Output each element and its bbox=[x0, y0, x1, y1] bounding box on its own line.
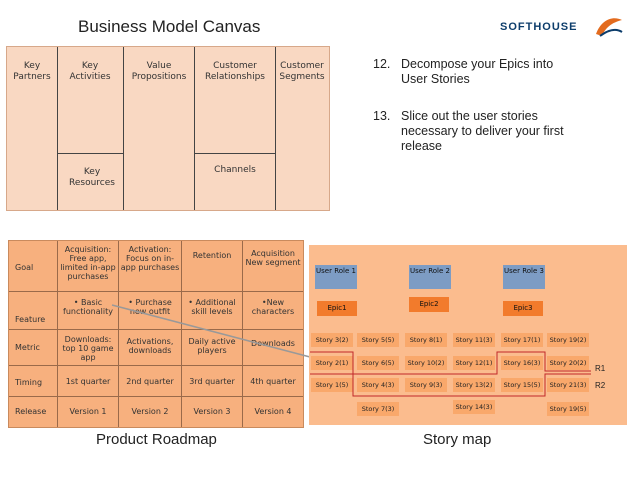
story-card: Story 19(5) bbox=[547, 402, 589, 416]
softhouse-swirl-icon bbox=[596, 18, 623, 37]
row-label-timing: Timing bbox=[15, 378, 43, 387]
story-card: Story 7(3) bbox=[357, 402, 399, 416]
story-card: Story 15(5) bbox=[501, 378, 543, 392]
release-cell: Version 4 bbox=[254, 407, 292, 416]
story-card: Story 17(1) bbox=[501, 333, 543, 347]
story-card: Story 10(2) bbox=[405, 356, 447, 370]
epic-card: Epic1 bbox=[317, 301, 357, 316]
roadmap-caption: Product Roadmap bbox=[96, 431, 217, 448]
story-card: Story 16(3) bbox=[501, 356, 543, 370]
story-card: Story 12(1) bbox=[453, 356, 495, 370]
user-role-card: User Role 2 bbox=[409, 265, 451, 289]
row-label-metric: Metric bbox=[15, 343, 40, 352]
user-role-card: User Role 3 bbox=[503, 265, 545, 289]
story-card: Story 5(5) bbox=[357, 333, 399, 347]
key-activities-label: Key Activities bbox=[69, 61, 111, 82]
feature-cell: • Additional skill levels bbox=[188, 298, 236, 316]
logo-text: SOFTHOUSE bbox=[500, 21, 578, 33]
story-card: Story 1(5) bbox=[311, 378, 353, 392]
story-card: Story 13(2) bbox=[453, 378, 495, 392]
instruction-item: 12. Decompose your Epics into User Stori… bbox=[373, 57, 583, 89]
row-label-release: Release bbox=[15, 407, 47, 416]
story-card: Story 11(3) bbox=[453, 333, 495, 347]
instruction-number: 13. bbox=[373, 109, 391, 123]
story-card: Story 8(1) bbox=[405, 333, 447, 347]
timing-cell: 4th quarter bbox=[250, 377, 296, 386]
instruction-text: Decompose your Epics into User Stories bbox=[401, 57, 554, 86]
product-roadmap: Goal Feature Metric Timing Release Acqui… bbox=[8, 240, 304, 428]
release-cell: Version 1 bbox=[69, 407, 107, 416]
metric-cell: Daily active players bbox=[188, 337, 236, 355]
goal-cell: Activation: Focus on in-app purchases bbox=[120, 245, 180, 272]
page-title: Business Model Canvas bbox=[78, 17, 261, 36]
release-label-r1: R1 bbox=[595, 364, 606, 373]
row-label-feature: Feature bbox=[15, 315, 46, 324]
instruction-number: 12. bbox=[373, 57, 391, 71]
metric-cell: Downloads: top 10 game app bbox=[62, 335, 114, 362]
release-cell: Version 3 bbox=[193, 407, 231, 416]
feature-cell: •New characters bbox=[251, 298, 295, 316]
key-partners-label: Key Partners bbox=[13, 61, 51, 82]
row-label-goal: Goal bbox=[15, 263, 34, 272]
story-card: Story 21(3) bbox=[547, 378, 589, 392]
metric-cell: Downloads bbox=[251, 339, 295, 348]
storymap-caption: Story map bbox=[423, 431, 492, 448]
feature-cell: • Basic functionality bbox=[63, 298, 113, 316]
epic-card: Epic3 bbox=[503, 301, 543, 316]
epic-card: Epic2 bbox=[409, 297, 449, 312]
timing-cell: 3rd quarter bbox=[189, 377, 235, 386]
customer-relationships-label: Customer Relationships bbox=[205, 61, 265, 82]
story-card: Story 4(3) bbox=[357, 378, 399, 392]
story-card: Story 3(2) bbox=[311, 333, 353, 347]
story-card: Story 19(2) bbox=[547, 333, 589, 347]
timing-cell: 2nd quarter bbox=[126, 377, 174, 386]
story-card: Story 9(3) bbox=[405, 378, 447, 392]
story-card: Story 6(5) bbox=[357, 356, 399, 370]
story-card: Story 20(2) bbox=[547, 356, 589, 370]
business-model-canvas: Key Partners Key Activities Value Propos… bbox=[6, 46, 330, 211]
metric-cell: Activations, downloads bbox=[126, 337, 174, 355]
key-resources-label: Key Resources bbox=[69, 167, 115, 188]
release-cell: Version 2 bbox=[131, 407, 169, 416]
channels-label: Channels bbox=[214, 165, 256, 175]
user-role-card: User Role 1 bbox=[315, 265, 357, 289]
goal-cell: Retention bbox=[192, 251, 232, 260]
story-card: Story 14(3) bbox=[453, 400, 495, 414]
customer-segments-label: Customer Segments bbox=[279, 61, 325, 82]
story-card: Story 2(1) bbox=[311, 356, 353, 370]
release-lines bbox=[310, 351, 591, 397]
story-map: User Role 1 User Role 2 User Role 3 Epic… bbox=[309, 245, 627, 425]
release-label-r2: R2 bbox=[595, 381, 606, 390]
goal-cell: Acquisition: Free app, limited in-app pu… bbox=[60, 245, 116, 281]
instruction-item: 13. Slice out the user stories necessary… bbox=[373, 109, 583, 159]
feature-cell: • Purchase new outfit bbox=[128, 298, 172, 316]
instruction-text: Slice out the user stories necessary to … bbox=[401, 109, 564, 153]
goal-cell: Acquisition New segment bbox=[245, 249, 301, 267]
value-propositions-label: Value Propositions bbox=[131, 61, 187, 82]
timing-cell: 1st quarter bbox=[65, 377, 111, 386]
